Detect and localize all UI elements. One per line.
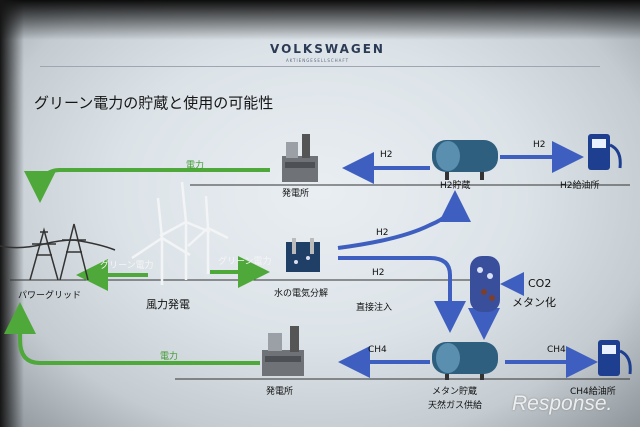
bottom-power-arrow — [20, 310, 260, 363]
top-h2-label: H2 — [380, 150, 393, 160]
methane-storage-label: メタン貯蔵 — [432, 384, 477, 397]
natural-gas-supply-label: 天然ガス供給 — [428, 398, 482, 411]
electrolysis-tank-icon — [286, 238, 320, 272]
electrolysis-label: 水の電気分解 — [274, 286, 328, 299]
h2-tank-icon — [432, 140, 498, 180]
h2-lower-label: H2 — [372, 268, 385, 278]
bottom-power-plant-label: 発電所 — [266, 384, 293, 397]
direct-injection-label: 直接注入 — [356, 300, 392, 313]
power-grid-label: パワーグリッド — [18, 288, 81, 301]
power-plant-bottom-icon — [262, 326, 304, 376]
h2-station-label: H2給油所 — [560, 178, 600, 191]
h2-storage-label: H2貯蔵 — [440, 178, 471, 191]
top-power-arrow — [40, 170, 270, 195]
h2-upper-label: H2 — [376, 228, 389, 238]
power-plant-top-icon — [282, 134, 318, 182]
methanation-label: メタン化 — [512, 294, 556, 310]
top-power-label: 電力 — [186, 158, 204, 171]
direct-injection-arrow — [338, 258, 450, 325]
methane-tank-icon — [432, 342, 498, 380]
ch4-left-label: CH4 — [368, 345, 387, 355]
ch4-fuel-pump-icon — [598, 340, 630, 376]
bottom-power-label: 電力 — [160, 349, 178, 362]
power-grid-pylons-icon — [0, 224, 115, 280]
wind-power-label: 風力発電 — [146, 296, 190, 312]
ch4-right-label: CH4 — [547, 345, 566, 355]
response-watermark: Response. — [512, 392, 612, 416]
electrolysis-to-h2-arrow — [338, 198, 455, 248]
h2-fuel-pump-icon — [588, 134, 620, 170]
green-power-left-label: グリーン電力 — [100, 258, 154, 271]
green-power-right-label: グリーン電力 — [218, 254, 272, 267]
h2-to-station-label: H2 — [533, 140, 546, 150]
co2-label: CO2 — [528, 277, 551, 290]
top-power-plant-label: 発電所 — [282, 186, 309, 199]
methanation-reactor-icon — [470, 256, 500, 312]
